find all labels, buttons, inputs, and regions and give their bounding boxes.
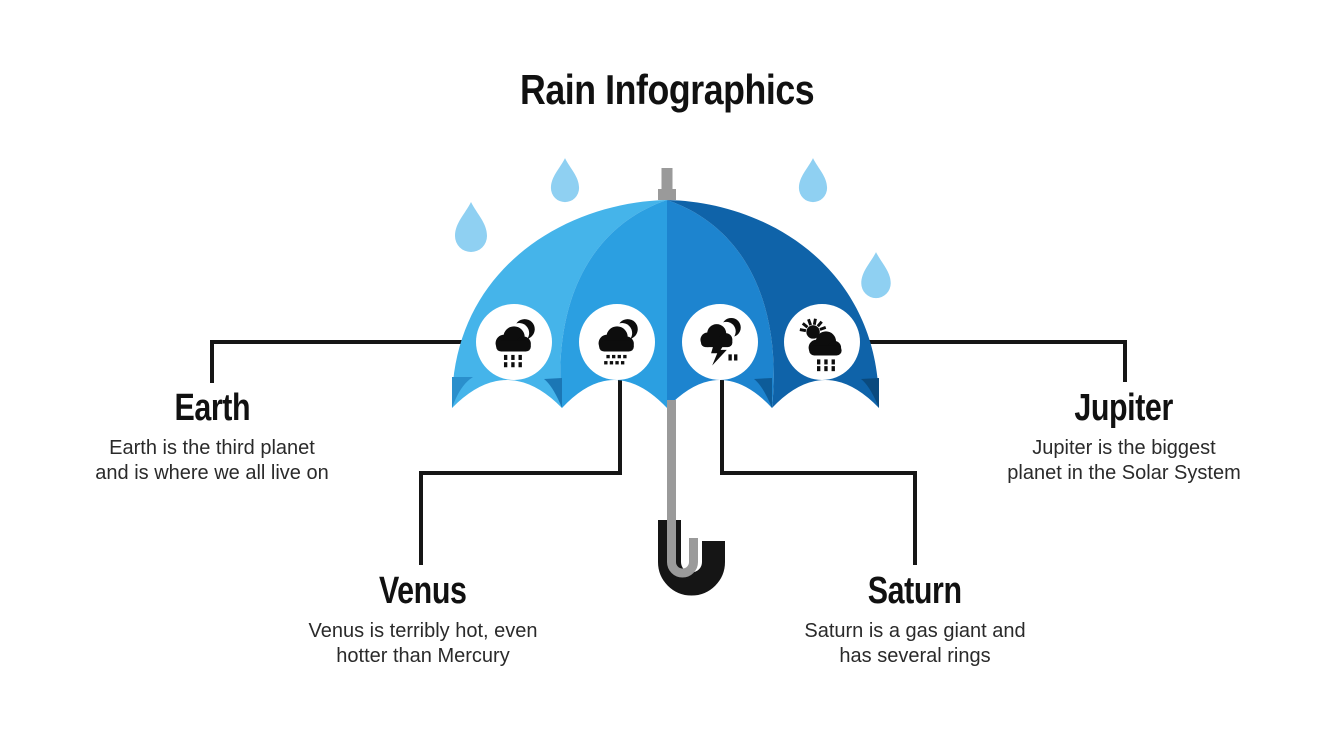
planet-label-jupiter: Jupiter Jupiter is the biggest planet in… — [964, 388, 1284, 486]
planet-label-saturn: Saturn Saturn is a gas giant and has sev… — [755, 571, 1075, 669]
canopy-tip-shade — [544, 378, 562, 408]
storm-cloud-moon-icon — [700, 317, 741, 366]
planet-name: Venus — [379, 570, 467, 612]
raindrop — [861, 252, 891, 299]
planet-name: Earth — [174, 387, 250, 429]
canopy-tip-shade — [452, 377, 473, 408]
drizzle-cloud-moon-icon — [598, 319, 638, 365]
page-title: Rain Infographics — [367, 66, 967, 114]
planet-description: Earth is the third planet and is where w… — [95, 437, 329, 484]
connector-line-venus — [419, 372, 622, 565]
canopy-tip-shade — [861, 378, 879, 408]
rain-cloud-moon-icon — [495, 319, 535, 368]
planet-description: Jupiter is the biggest planet in the Sol… — [1007, 437, 1241, 484]
planet-name: Saturn — [868, 570, 962, 612]
connector-line-jupiter — [830, 340, 1127, 382]
connector-line-saturn — [720, 372, 917, 565]
planet-description: Saturn is a gas giant and has several ri… — [804, 620, 1026, 667]
raindrop — [455, 202, 487, 252]
connector-line-earth — [210, 340, 520, 383]
planet-name: Jupiter — [1074, 387, 1174, 429]
planet-label-venus: Venus Venus is terribly hot, even hotter… — [263, 571, 583, 669]
page-title-text: Rain Infographics — [519, 66, 815, 113]
raindrop — [550, 158, 580, 203]
planet-description: Venus is terribly hot, even hotter than … — [308, 620, 538, 667]
planet-label-earth: Earth Earth is the third planet and is w… — [52, 388, 372, 486]
canopy-tip-shade — [754, 378, 772, 408]
umbrella-pole — [667, 400, 698, 578]
umbrella-handle — [658, 400, 725, 596]
raindrop — [798, 158, 828, 203]
umbrella-finial — [658, 168, 676, 200]
sun-shower-cloud-icon — [799, 318, 842, 372]
